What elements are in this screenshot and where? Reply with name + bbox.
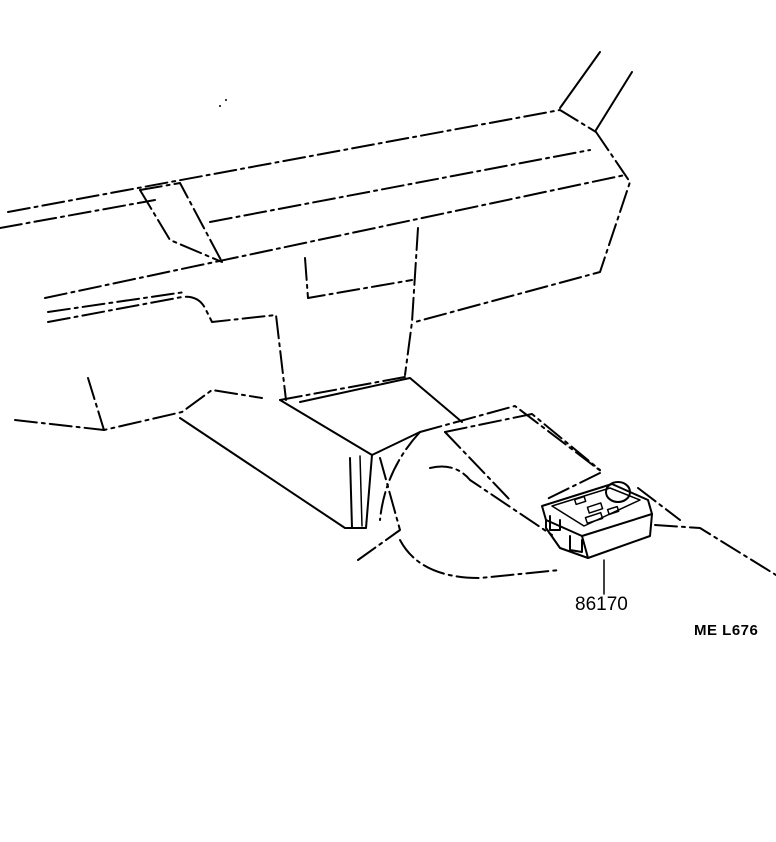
stray-marks <box>219 99 227 107</box>
part-number-label: 86170 <box>575 594 628 615</box>
center-console <box>179 377 463 529</box>
switch-unit <box>541 481 653 595</box>
dashboard-outline <box>0 51 633 431</box>
reference-code-label: ME L676 <box>694 622 759 639</box>
console-cushion <box>357 405 776 579</box>
